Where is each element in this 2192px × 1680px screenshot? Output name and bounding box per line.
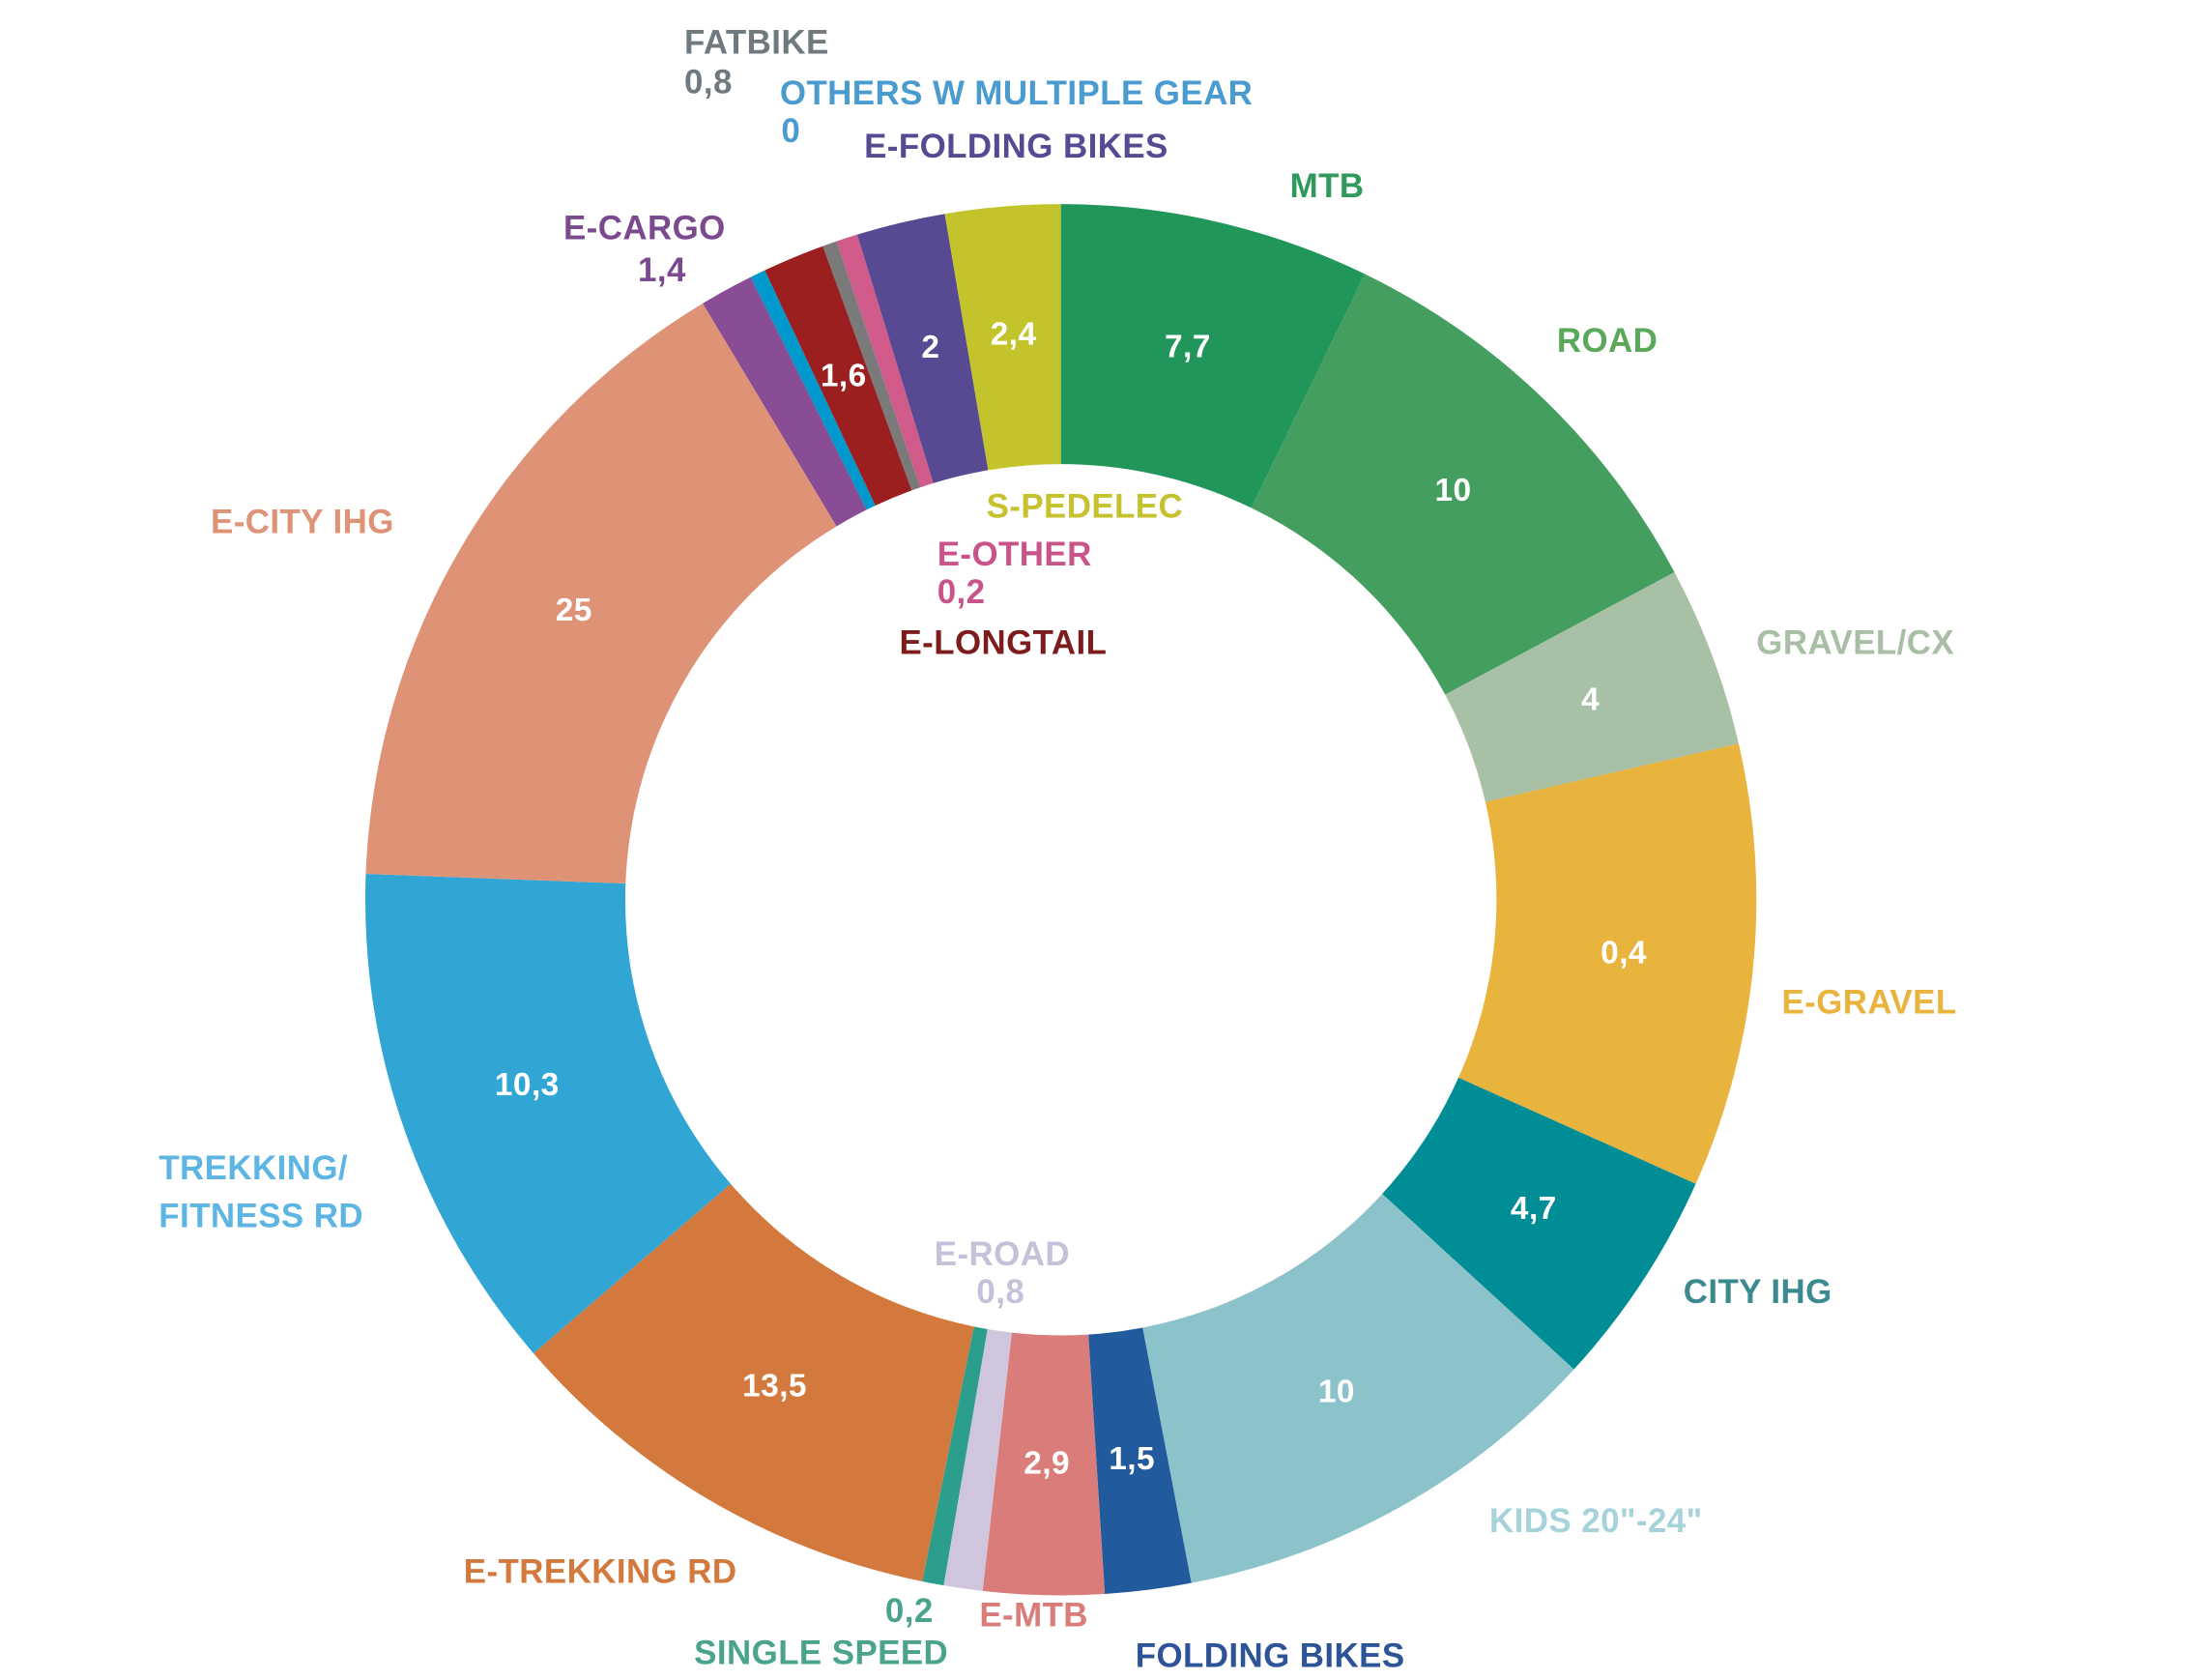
label-e-cargo: E-CARGO xyxy=(563,209,726,246)
value-single-speed: 0,2 xyxy=(885,1592,934,1630)
segment-value-label: 1,5 xyxy=(1109,1441,1155,1477)
donut-segments xyxy=(364,204,1757,1596)
donut-segment xyxy=(1251,274,1675,695)
label-e-mtb: E-MTB xyxy=(979,1596,1088,1634)
label-city-ihg: CITY IHG xyxy=(1684,1273,1832,1311)
label-e-road: E-ROAD xyxy=(935,1235,1070,1273)
label-e-folding-bikes: E-FOLDING BIKES xyxy=(864,128,1168,165)
segment-value-label: 4,7 xyxy=(1511,1191,1557,1227)
donut-segment xyxy=(364,874,731,1354)
value-e-road: 0,8 xyxy=(976,1273,1024,1311)
donut-segment xyxy=(856,214,989,483)
value-others-multiple-gear: 0 xyxy=(781,112,800,150)
donut-segment xyxy=(764,246,912,506)
segment-value-label: 1,6 xyxy=(821,358,867,393)
label-others-multiple-gear: OTHERS W MULTIPLE GEAR xyxy=(780,74,1253,112)
label-e-gravel: E-GRAVEL xyxy=(1781,984,1956,1022)
label-trekking-line1: TREKKING/ xyxy=(159,1149,348,1187)
donut-segment xyxy=(944,204,1061,471)
value-e-other: 0,2 xyxy=(937,573,986,611)
donut-segment xyxy=(982,1332,1106,1596)
segment-value-label: 4 xyxy=(1581,681,1600,717)
donut-segment xyxy=(534,1183,974,1581)
segment-value-label: 25 xyxy=(556,593,592,628)
label-kids: KIDS 20"-24" xyxy=(1489,1502,1703,1540)
label-single-speed: SINGLE SPEED xyxy=(694,1635,948,1672)
label-s-pedelec: S-PEDELEC xyxy=(987,487,1184,525)
value-e-cargo: 1,4 xyxy=(638,251,686,289)
label-e-trekking-rd: E-TREKKING RD xyxy=(464,1552,737,1590)
donut-segment xyxy=(943,1329,1012,1591)
donut-segment xyxy=(1445,571,1739,802)
segment-value-label: 0,4 xyxy=(1601,935,1647,970)
label-road: ROAD xyxy=(1557,322,1658,360)
label-fatbike: FATBIKE xyxy=(684,24,829,62)
segment-value-label: 10 xyxy=(1434,473,1471,508)
label-trekking-line2: FITNESS RD xyxy=(159,1198,363,1235)
donut-segment xyxy=(703,276,867,527)
donut-segment xyxy=(822,241,921,491)
segment-value-label: 2,9 xyxy=(1024,1446,1070,1482)
value-fatbike: 0,8 xyxy=(684,63,733,101)
label-e-longtail: E-LONGTAIL xyxy=(899,623,1107,661)
donut-segment xyxy=(836,234,934,488)
label-mtb: MTB xyxy=(1290,167,1365,205)
segment-value-label: 10,3 xyxy=(495,1067,560,1103)
label-folding-bikes: FOLDING BIKES xyxy=(1136,1637,1405,1675)
donut-segment xyxy=(365,303,837,884)
segment-value-labels: 7,7 10 4 0,4 4,7 10 1,5 2,9 13,5 10,3 25 1,6 2 2,4 xyxy=(495,317,1647,1482)
label-e-city-ihg: E-CITY IHG xyxy=(211,503,394,540)
segment-name-labels: MTB ROAD GRAVEL/CX E-GRAVEL CITY IHG KID… xyxy=(159,24,1956,1675)
donut-segment xyxy=(1088,1327,1192,1595)
segment-value-label: 13,5 xyxy=(742,1368,807,1404)
segment-value-label: 2 xyxy=(921,330,939,365)
donut-segment xyxy=(922,1326,988,1586)
donut-segment xyxy=(750,270,876,510)
donut-segment xyxy=(1382,1077,1696,1370)
label-e-other: E-OTHER xyxy=(937,536,1092,573)
donut-segment xyxy=(1458,743,1757,1184)
label-gravel-cx: GRAVEL/CX xyxy=(1756,623,1954,661)
donut-segment xyxy=(1142,1194,1574,1583)
donut-segment xyxy=(1060,204,1366,508)
segment-value-label: 10 xyxy=(1318,1375,1355,1410)
segment-value-label: 2,4 xyxy=(991,317,1037,353)
segment-value-label: 7,7 xyxy=(1165,329,1211,364)
